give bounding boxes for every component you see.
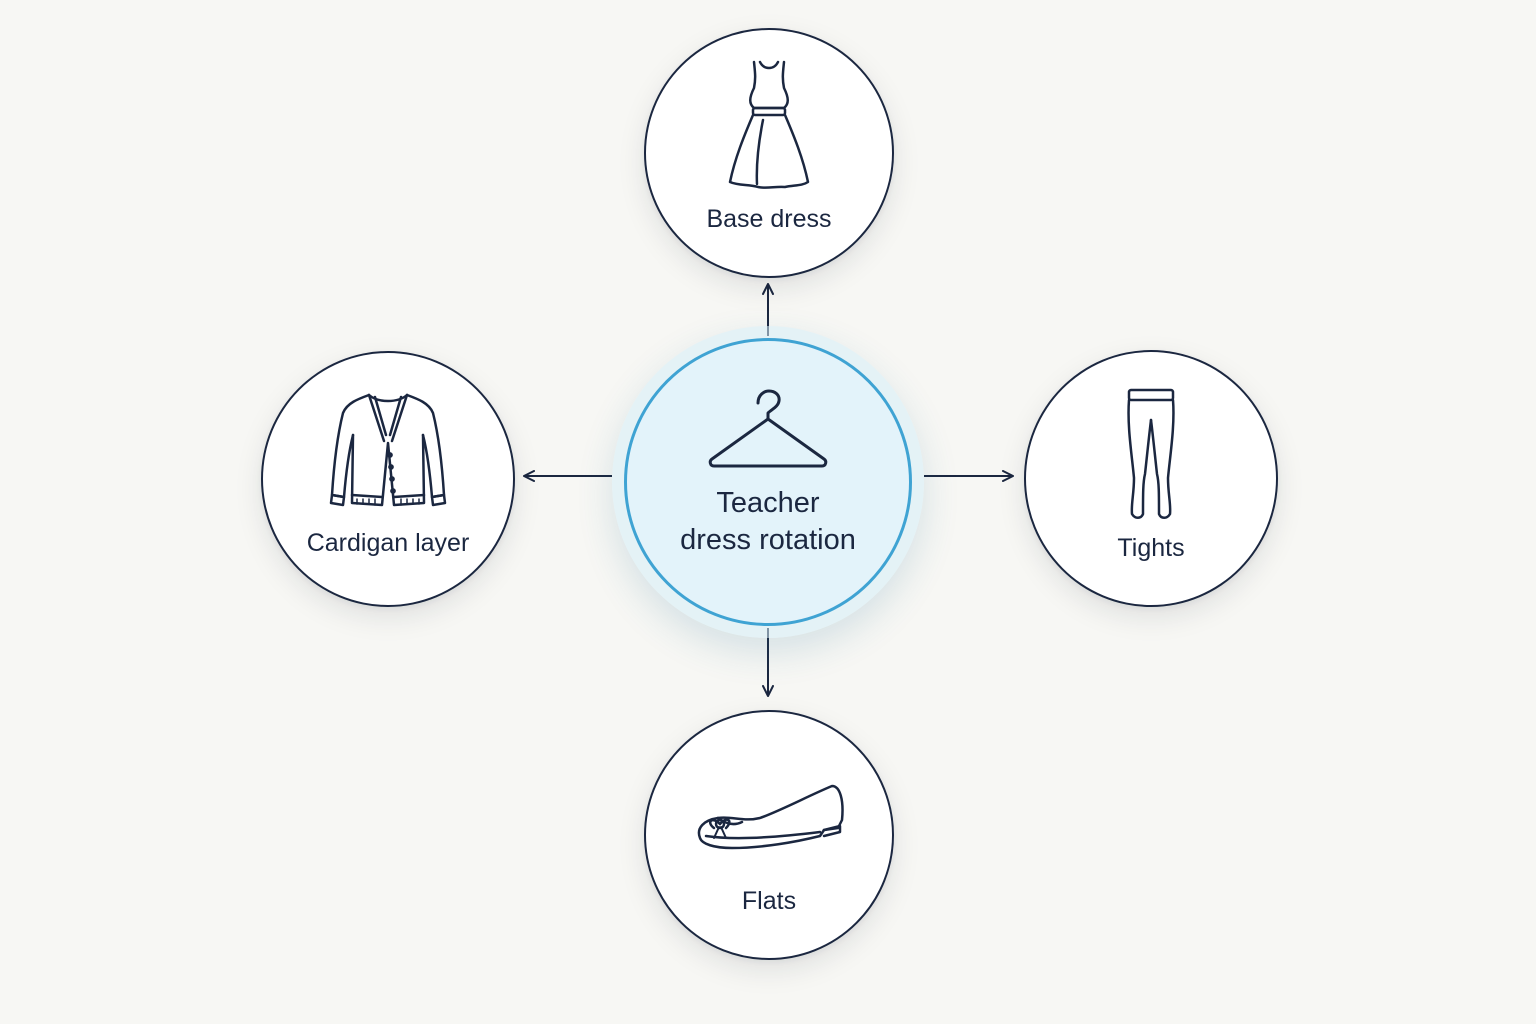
center-title-line-1: Teacher [716, 487, 820, 519]
node-cardigan-layer: Cardigan layer [261, 351, 515, 607]
node-label: Base dress [706, 205, 832, 233]
node-label: Cardigan layer [306, 529, 470, 557]
center-title: Teacher dress rotation [627, 485, 909, 559]
center-node-teacher-dress-rotation: Teacher dress rotation [624, 338, 912, 626]
node-label: Flats [741, 887, 797, 915]
flats-icon [692, 782, 846, 852]
dress-icon [724, 58, 814, 190]
cardigan-icon [326, 391, 450, 517]
node-tights: Tights [1024, 350, 1278, 607]
tights-icon [1123, 386, 1179, 522]
node-label: Tights [1117, 534, 1185, 562]
center-title-line-2: dress rotation [680, 524, 856, 556]
node-flats: Flats [644, 710, 894, 960]
hanger-icon [706, 389, 830, 469]
node-base-dress: Base dress [644, 28, 894, 278]
